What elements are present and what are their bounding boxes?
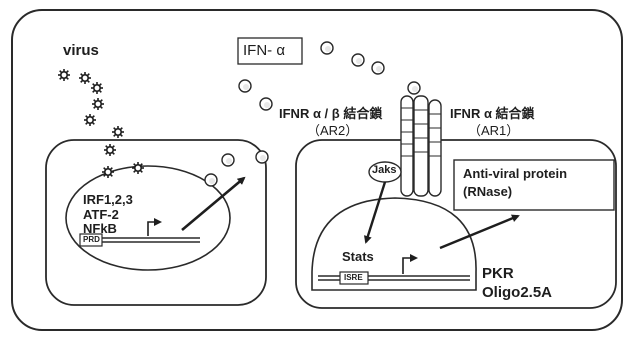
virus-label: virus — [63, 43, 99, 58]
receptor-a-sub: （AR1） — [468, 124, 519, 137]
antiviral-protein-label: Anti-viral protein — [463, 167, 567, 180]
stats-label: Stats — [342, 250, 374, 263]
receptor-ar2 — [401, 96, 428, 196]
pkr-label: PKR — [482, 266, 514, 281]
oligo-label: Oligo2.5A — [482, 285, 552, 300]
prd-label: PRD — [83, 236, 100, 244]
ifn-alpha-label: IFN- α — [243, 43, 285, 58]
irf-label: IRF1,2,3 — [83, 193, 133, 206]
receptor-ab-sub: （AR2） — [307, 124, 358, 137]
receptor-a-label: IFNR α 結合鎖 — [450, 107, 535, 120]
jaks-label: Jaks — [372, 165, 396, 176]
rnase-label: (RNase) — [463, 185, 512, 198]
receptor-ar1 — [429, 100, 441, 196]
nfkb-label: NFkB — [83, 222, 117, 235]
atf2-label: ATF-2 — [83, 208, 119, 221]
receptor-ab-label: IFNR α / β 結合鎖 — [279, 107, 382, 120]
isre-label: ISRE — [344, 274, 363, 282]
